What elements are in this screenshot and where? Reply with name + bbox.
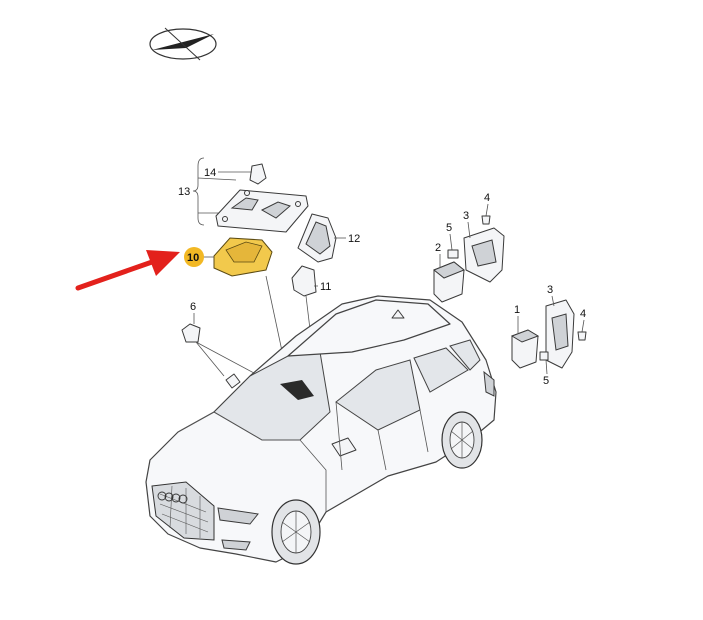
- callout-5-upper: 5: [446, 222, 452, 234]
- part-module-2: [433, 254, 465, 303]
- callout-4-upper: 4: [484, 192, 490, 204]
- part-nut-5-upper: [447, 233, 459, 259]
- part-sensor-6: [181, 313, 283, 389]
- part-bracket-3-upper: [463, 221, 505, 283]
- callout-12: 12: [348, 233, 360, 245]
- callout-2-upper: 2: [435, 242, 441, 254]
- car-illustration: [145, 295, 497, 565]
- part-screw-4-lower: [577, 319, 587, 341]
- part-bracket-3-lower: [545, 295, 575, 369]
- callout-3-upper: 3: [463, 210, 469, 222]
- callout-13: 13: [178, 186, 190, 198]
- part-cover-11: [291, 265, 318, 297]
- callout-11: 11: [320, 281, 331, 293]
- callout-6: 6: [190, 301, 196, 313]
- callout-10: 10: [187, 252, 199, 264]
- part-module-1: [510, 316, 540, 369]
- callout-14: 14: [204, 167, 216, 179]
- part-nut-5-lower: [539, 351, 549, 375]
- callout-3-lower: 3: [547, 284, 553, 296]
- red-arrow-icon: [75, 250, 180, 291]
- part-screw-4-upper: [481, 203, 491, 225]
- part-control-unit-10: [203, 237, 273, 277]
- callout-badge-10: 10: [184, 247, 204, 267]
- part-mounting-plate: [215, 189, 309, 233]
- callout-4-lower: 4: [580, 308, 586, 320]
- part-clip-14: [218, 163, 267, 185]
- callout-1: 1: [514, 304, 520, 316]
- part-cover-12: [297, 213, 346, 263]
- compass-logo-icon: [149, 27, 217, 61]
- callout-5-lower: 5: [543, 375, 549, 387]
